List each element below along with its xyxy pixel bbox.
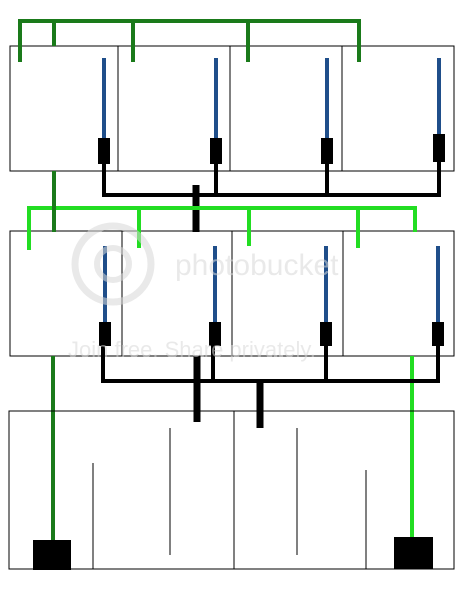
- upper-tube-cap-2: [210, 138, 222, 164]
- right-pump-icon: [394, 537, 433, 569]
- watermark-logo-core: [94, 245, 132, 283]
- base-tank: [8, 410, 455, 570]
- upper-tube-cap-3: [321, 138, 333, 164]
- middle-tubes: [99, 246, 444, 346]
- middle-rack: [9, 230, 455, 357]
- middle-tube-cap-1: [99, 322, 111, 346]
- upper-module-4: [341, 45, 455, 172]
- upper-tube-cap-4: [433, 134, 445, 162]
- upper-tube-cap-1: [98, 138, 110, 164]
- base-tank-outline: [8, 410, 455, 570]
- middle-tube-cap-2: [209, 322, 221, 346]
- watermark: photobucket Join free. Share privately.: [68, 222, 339, 362]
- dark-green-feed: [51, 171, 56, 542]
- middle-tube-cap-3: [320, 322, 332, 346]
- dark-green-top-manifold: [18, 19, 361, 62]
- middle-tube-cap-4: [432, 322, 444, 346]
- middle-module-4: [342, 230, 455, 357]
- upper-tubes: [98, 58, 445, 164]
- left-pump-icon: [33, 540, 71, 570]
- bright-green-manifold: [27, 206, 417, 540]
- watermark-logo-ring: [71, 222, 155, 306]
- watermark-tagline: Join free. Share privately.: [68, 337, 316, 362]
- upper-drain-bus: [102, 162, 441, 232]
- upper-rack: [9, 45, 455, 172]
- watermark-logo-text: photobucket: [175, 249, 339, 282]
